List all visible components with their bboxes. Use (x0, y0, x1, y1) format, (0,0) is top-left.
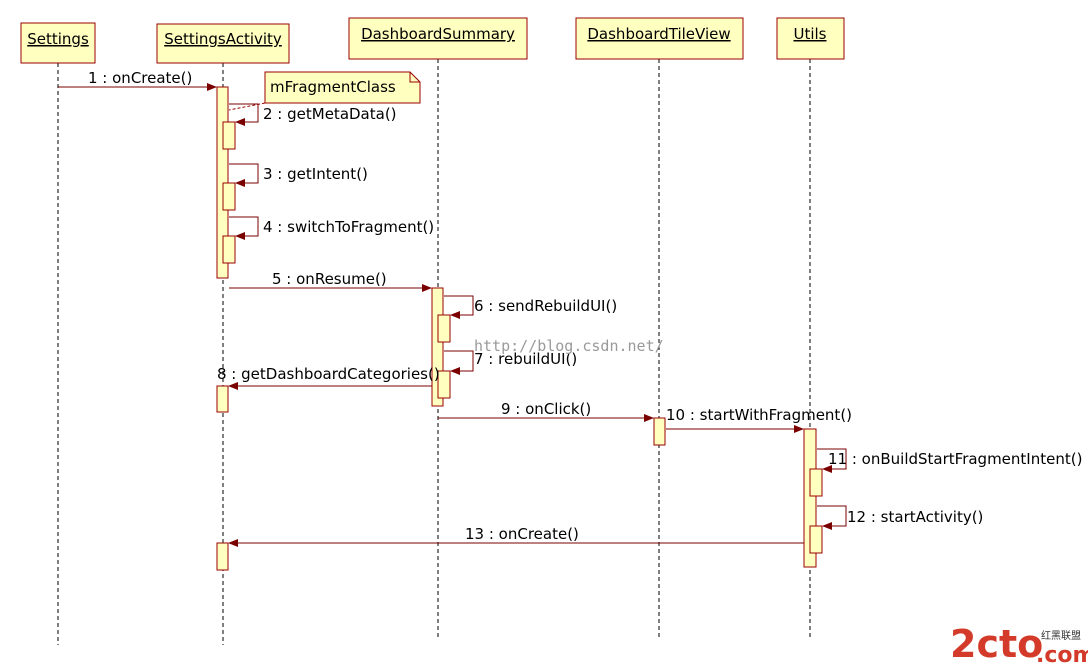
activation-settings-activity-13 (216, 542, 229, 571)
note-text: mFragmentClass (270, 78, 396, 96)
message-11-arrow (817, 448, 847, 473)
activation-dashboard-summary-6 (437, 314, 451, 343)
messages (58, 83, 847, 547)
watermark-text: http://blog.csdn.net/ (474, 337, 664, 355)
header-box-dashboard-tile-view (575, 17, 744, 60)
message-5-label: 5 : onResume() (272, 270, 387, 288)
logo-main-text: 2cto (950, 622, 1043, 666)
lifeline-label-utils: Utils (793, 25, 826, 43)
note-shape (264, 71, 421, 104)
note-connector (228, 102, 266, 111)
activation-settings-activity-4 (222, 235, 236, 264)
message-6-arrow (444, 295, 474, 319)
message-9-label: 9 : onClick() (501, 400, 591, 418)
message-3-arrow (229, 163, 259, 187)
message-12-arrow (817, 505, 847, 530)
message-2-arrow (229, 103, 259, 126)
logo-domain-text: .com (1036, 643, 1088, 668)
message-3-label: 3 : getIntent() (263, 165, 368, 183)
message-8-label: 8 : getDashboardCategories() (217, 365, 440, 383)
note-fold (409, 72, 420, 83)
message-4-arrow (229, 216, 259, 240)
lifeline-headers (20, 17, 845, 64)
message-11-label: 11 : onBuildStartFragmentIntent() (828, 450, 1082, 468)
message-2-label: 2 : getMetaData() (263, 105, 397, 123)
activation-dashboard-tile-view (653, 417, 666, 446)
message-13-label: 13 : onCreate() (465, 525, 579, 543)
lifeline-label-dashboard-summary: DashboardSummary (361, 25, 515, 43)
activation-settings-activity-3 (222, 182, 236, 211)
message-1-label: 1 : onCreate() (88, 69, 192, 87)
header-box-settings-activity (156, 23, 290, 64)
lifeline-label-dashboard-tile-view: DashboardTileView (587, 25, 730, 43)
message-12-label: 12 : startActivity() (847, 508, 983, 526)
logo-sub-text: 红黑联盟 (1041, 629, 1081, 642)
site-logo: 2cto 红黑联盟 .com (950, 622, 1088, 668)
activation-settings-activity-8 (216, 385, 229, 413)
message-7-arrow (444, 350, 474, 375)
lifeline-label-settings-activity: SettingsActivity (164, 30, 282, 48)
message-6-label: 6 : sendRebuildUI() (474, 297, 617, 315)
activation-dashboard-summary-7 (437, 370, 451, 399)
activation-settings-activity-2 (222, 121, 236, 150)
note: mFragmentClass (228, 71, 421, 111)
message-10-label: 10 : startWithFragment() (666, 406, 852, 424)
header-box-settings (20, 22, 96, 64)
activations (216, 86, 823, 571)
activation-utils-12 (809, 525, 823, 554)
header-box-dashboard-summary (348, 17, 528, 60)
message-labels: 1 : onCreate() 2 : getMetaData() 3 : get… (88, 69, 1082, 543)
lifeline-label-settings: Settings (27, 30, 89, 48)
message-4-label: 4 : switchToFragment() (263, 218, 434, 236)
activation-utils-11 (809, 468, 823, 497)
header-box-utils (776, 17, 845, 60)
message-7-label: 7 : rebuildUI() (474, 350, 577, 368)
activation-dashboard-summary-main (431, 287, 444, 407)
